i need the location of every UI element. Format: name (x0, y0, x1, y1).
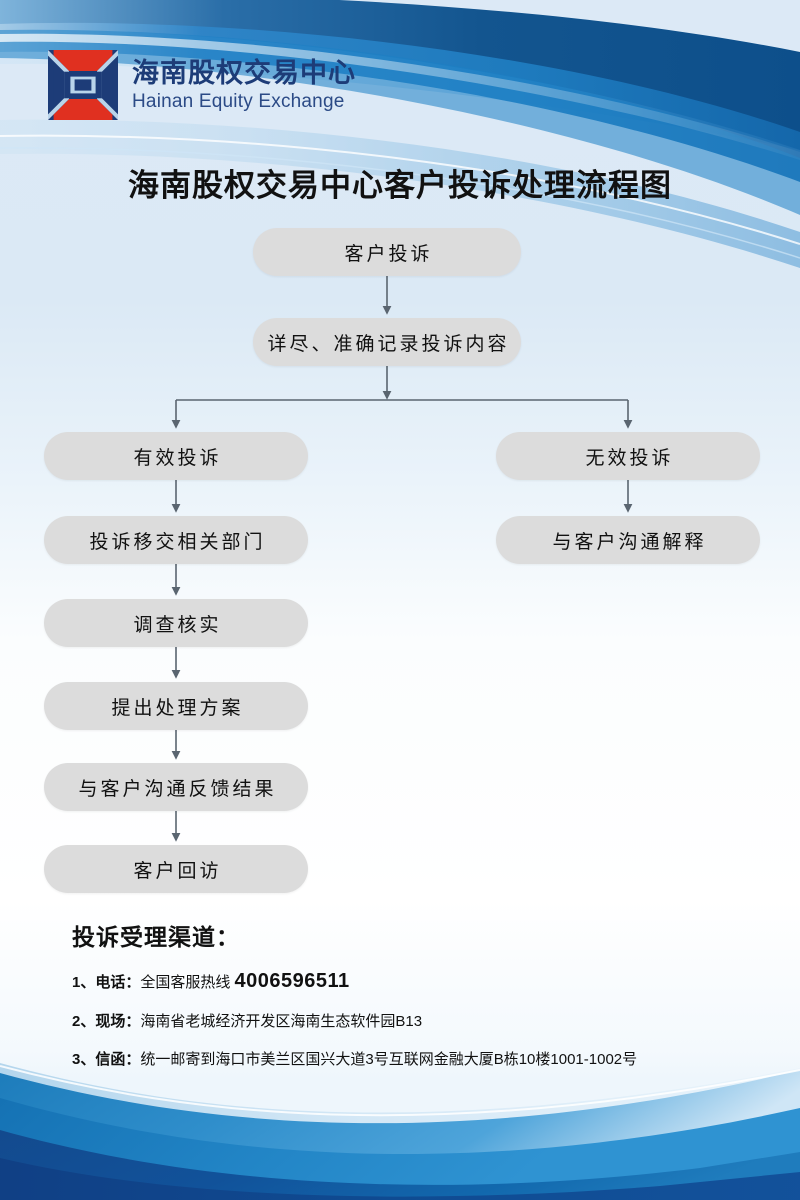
flow-node-propose-solution[interactable]: 提出处理方案 (44, 682, 308, 730)
channel-label: 现场： (95, 1013, 141, 1030)
brand-name-cn: 海南股权交易中心 (132, 57, 356, 88)
channel-value: 海南省老城经济开发区海南生态软件园B13 (140, 1013, 423, 1030)
flow-node-record-complaint[interactable]: 详尽、准确记录投诉内容 (253, 318, 521, 366)
brand-lockup: 海南股权交易中心 Hainan Equity Exchange (48, 50, 356, 120)
flow-node-customer-followup[interactable]: 客户回访 (44, 845, 308, 893)
flow-node-valid-complaint[interactable]: 有效投诉 (44, 432, 308, 480)
complaint-channels-heading: 投诉受理渠道： (72, 924, 240, 950)
hotline-number[interactable]: 4006596511 (234, 970, 350, 992)
flow-node-customer-complaint[interactable]: 客户投诉 (253, 228, 521, 276)
flow-node-communicate-explain[interactable]: 与客户沟通解释 (496, 516, 760, 564)
flow-node-feedback-result[interactable]: 与客户沟通反馈结果 (44, 763, 308, 811)
hainan-equity-exchange-logo-icon (48, 50, 118, 120)
complaint-channel-item: 2、现场：海南省老城经济开发区海南生态软件园B13 (72, 1010, 772, 1031)
complaint-channel-item: 1、电话：全国客服热线 4006596511 (72, 970, 772, 993)
channel-value: 统一邮寄到海口市美兰区国兴大道3号互联网金融大厦B栋10楼1001-1002号 (140, 1051, 638, 1068)
channel-value: 全国客服热线 (140, 974, 235, 991)
page-title: 海南股权交易中心客户投诉处理流程图 (128, 168, 672, 203)
channel-index: 3、 (72, 1051, 96, 1068)
flow-node-transfer-to-department[interactable]: 投诉移交相关部门 (44, 516, 308, 564)
flow-node-invalid-complaint[interactable]: 无效投诉 (496, 432, 760, 480)
channel-label: 电话： (95, 974, 141, 991)
channel-index: 1、 (72, 974, 96, 991)
complaint-channel-item: 3、信函：统一邮寄到海口市美兰区国兴大道3号互联网金融大厦B栋10楼1001-1… (72, 1048, 772, 1069)
flow-node-investigate-verify[interactable]: 调查核实 (44, 599, 308, 647)
channel-index: 2、 (72, 1013, 96, 1030)
channel-label: 信函： (95, 1051, 141, 1068)
brand-name-en: Hainan Equity Exchange (132, 90, 345, 112)
complaint-channels-block: 投诉受理渠道： 1、电话：全国客服热线 4006596511 2、现场：海南省老… (72, 918, 772, 1086)
